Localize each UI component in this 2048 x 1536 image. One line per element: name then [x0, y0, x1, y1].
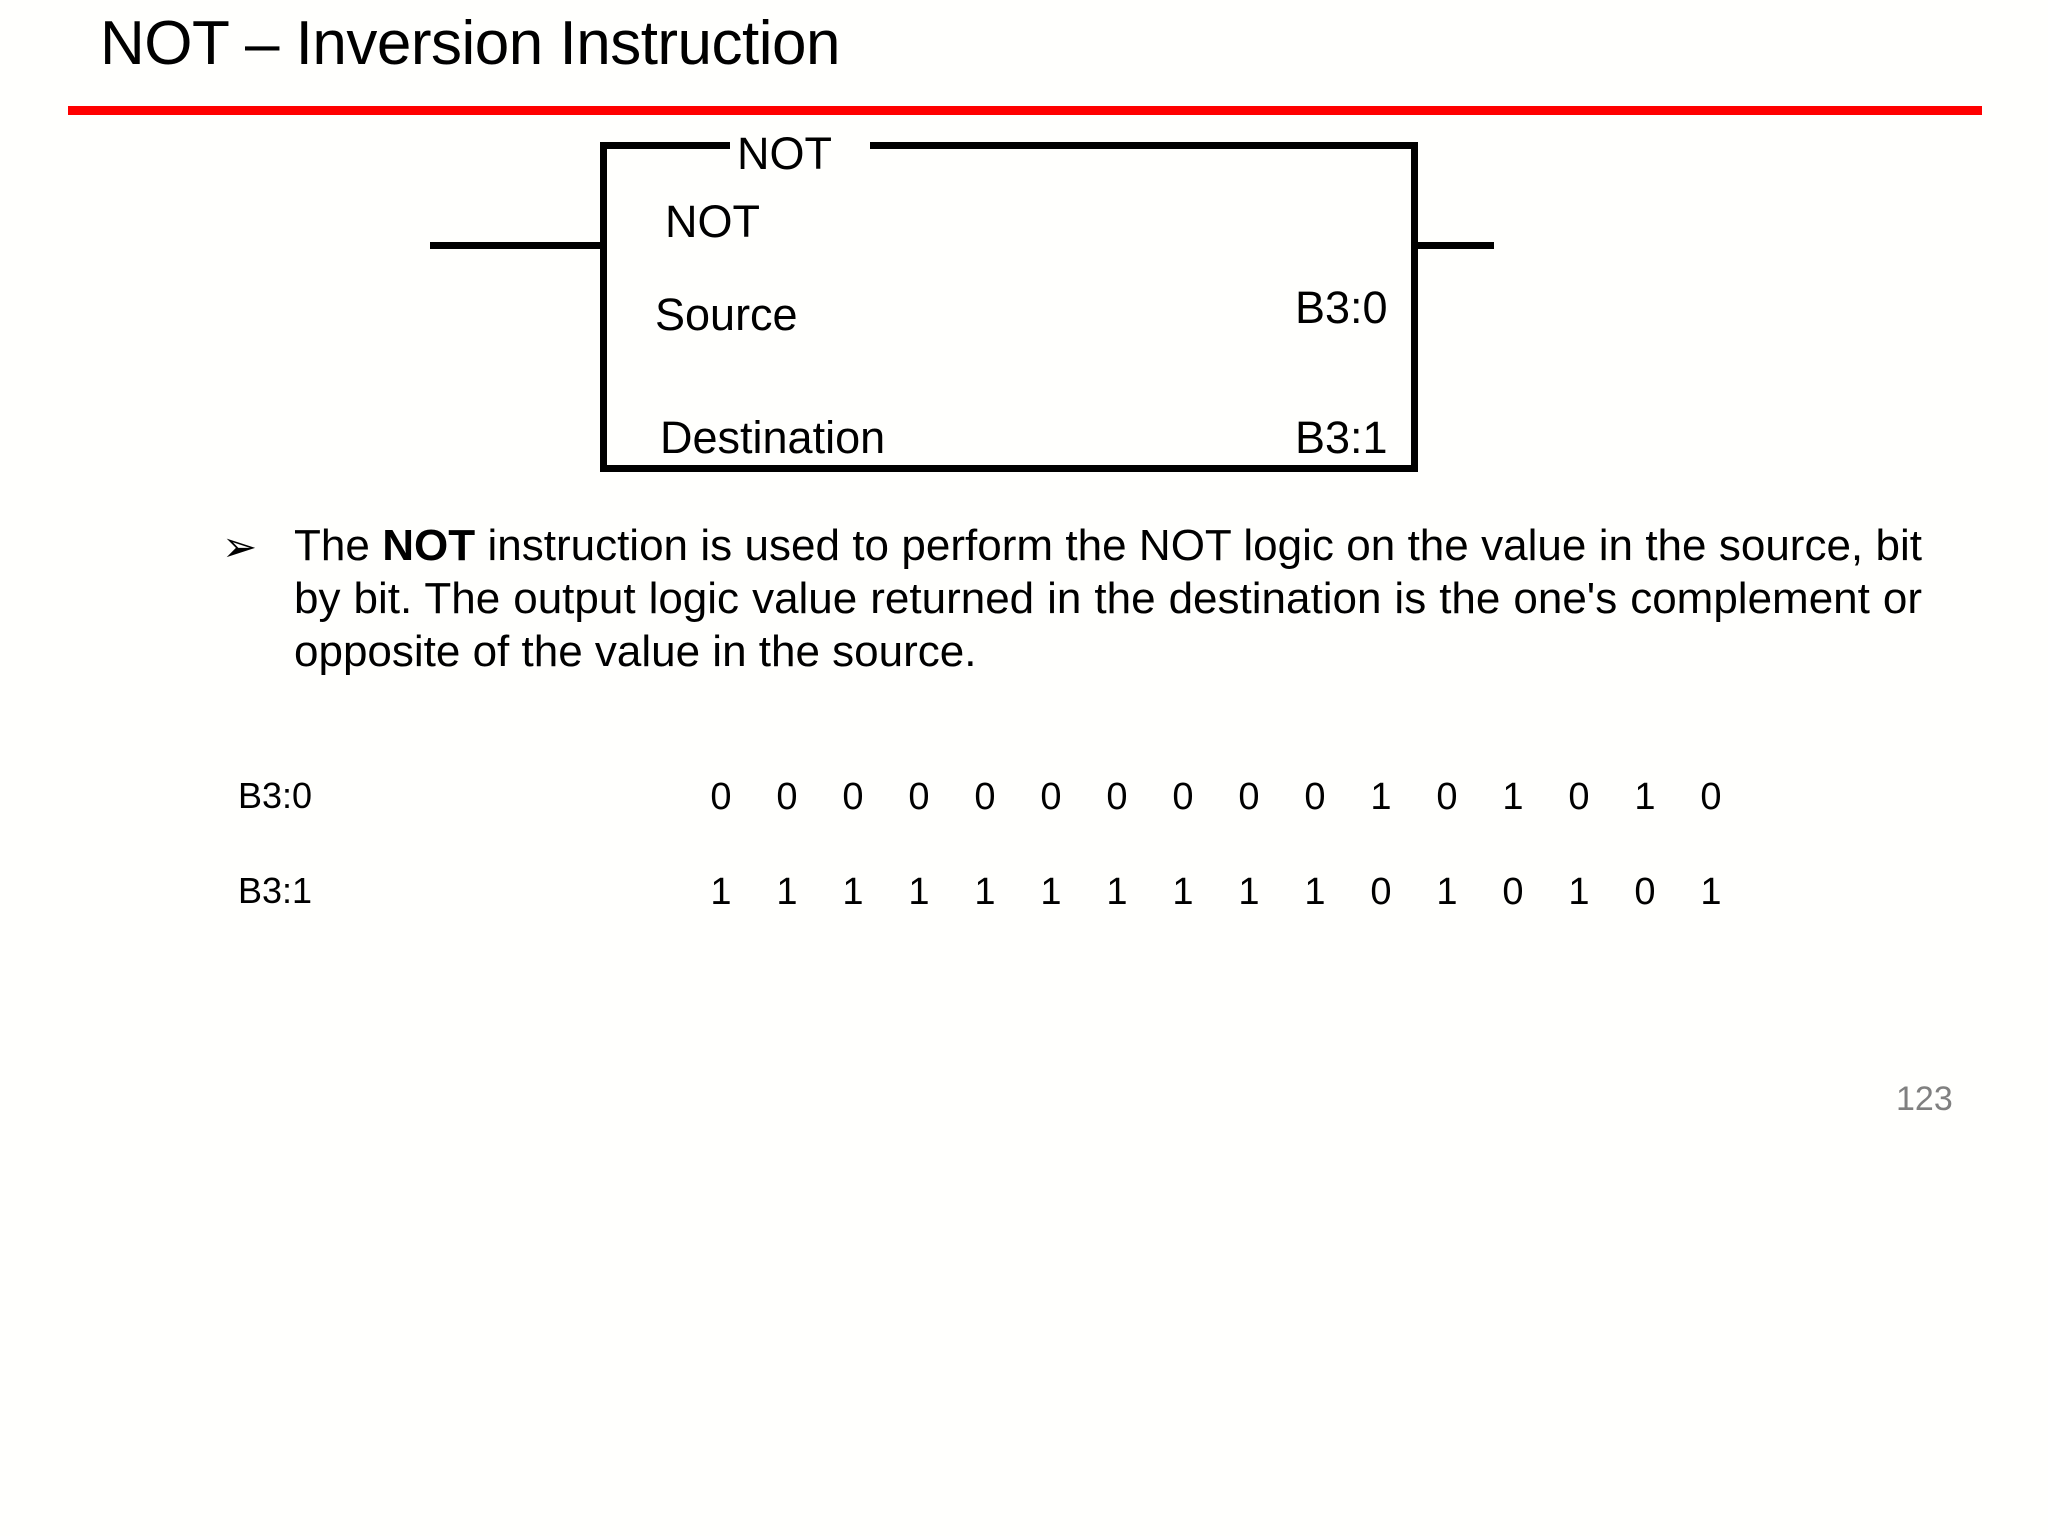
block-name-top-label: NOT [737, 128, 832, 179]
block-source-value: B3:0 [1295, 282, 1388, 333]
bit-cell: 0 [1238, 776, 1260, 818]
bit-cell: 0 [776, 776, 798, 818]
block-destination-value: B3:1 [1295, 412, 1388, 463]
bit-cell: 1 [908, 871, 930, 913]
block-border-top-left [600, 142, 730, 149]
bit-cell: 0 [1172, 776, 1194, 818]
bit-cell: 1 [1568, 871, 1590, 913]
bit-row-label: B3:0 [238, 775, 313, 816]
bit-cell: 1 [1040, 871, 1062, 913]
arrow-bullet-icon: ➢ [222, 522, 258, 571]
bit-cell: 1 [1172, 871, 1194, 913]
bit-cell: 0 [1502, 871, 1524, 913]
bit-cell: 0 [1370, 871, 1392, 913]
bit-cell: 0 [1634, 871, 1656, 913]
block-border-right [1411, 142, 1418, 472]
bit-cell: 0 [1040, 776, 1062, 818]
body-text-bold: NOT [382, 521, 476, 570]
bit-cell: 1 [974, 871, 996, 913]
block-destination-label: Destination [660, 412, 886, 463]
block-border-bottom [600, 465, 1418, 472]
not-instruction-block [600, 142, 1418, 472]
bit-cell: 1 [1502, 776, 1524, 818]
block-name-row-label: NOT [665, 196, 760, 247]
block-border-top-right [870, 142, 1418, 149]
bit-row-label: B3:1 [238, 870, 313, 911]
body-paragraph: The NOT instruction is used to perform t… [294, 520, 1922, 678]
bit-cell: 1 [1304, 871, 1326, 913]
block-border-left [600, 142, 607, 472]
bit-cells-destination: 1 1 1 1 1 1 1 1 1 1 0 1 0 1 0 1 [688, 873, 1744, 911]
bit-cell: 0 [1106, 776, 1128, 818]
page-number: 123 [1896, 1080, 1953, 1118]
bit-cell: 1 [1106, 871, 1128, 913]
bit-cell: 0 [1304, 776, 1326, 818]
rung-input-wire [430, 242, 607, 249]
bit-cell: 1 [776, 871, 798, 913]
body-text-part2: instruction is used to perform the NOT l… [294, 521, 1922, 676]
bit-comparison-table: B3:0 0 0 0 0 0 0 0 0 0 0 1 0 1 0 1 0 B3:… [238, 778, 1758, 968]
bit-cells-source: 0 0 0 0 0 0 0 0 0 0 1 0 1 0 1 0 [688, 778, 1744, 816]
table-row: B3:0 0 0 0 0 0 0 0 0 0 0 1 0 1 0 1 0 [238, 778, 1758, 873]
bit-cell: 1 [1700, 871, 1722, 913]
bit-cell: 0 [1436, 776, 1458, 818]
body-text-part1: The [294, 521, 383, 570]
bit-cell: 1 [710, 871, 732, 913]
block-source-label: Source [655, 289, 798, 340]
bit-cell: 1 [1370, 776, 1392, 818]
bit-cell: 0 [1568, 776, 1590, 818]
title-underline-rule [68, 106, 1982, 115]
bit-cell: 1 [1436, 871, 1458, 913]
bit-cell: 0 [1700, 776, 1722, 818]
bit-cell: 1 [842, 871, 864, 913]
page-title: NOT – Inversion Instruction [100, 9, 841, 78]
bit-cell: 0 [842, 776, 864, 818]
bit-cell: 0 [908, 776, 930, 818]
body-bullet-item: ➢ The NOT instruction is used to perform… [222, 520, 1922, 678]
table-row: B3:1 1 1 1 1 1 1 1 1 1 1 0 1 0 1 0 1 [238, 873, 1758, 968]
bit-cell: 1 [1238, 871, 1260, 913]
rung-output-wire [1412, 242, 1494, 249]
bit-cell: 0 [974, 776, 996, 818]
bit-cell: 1 [1634, 776, 1656, 818]
bit-cell: 0 [710, 776, 732, 818]
